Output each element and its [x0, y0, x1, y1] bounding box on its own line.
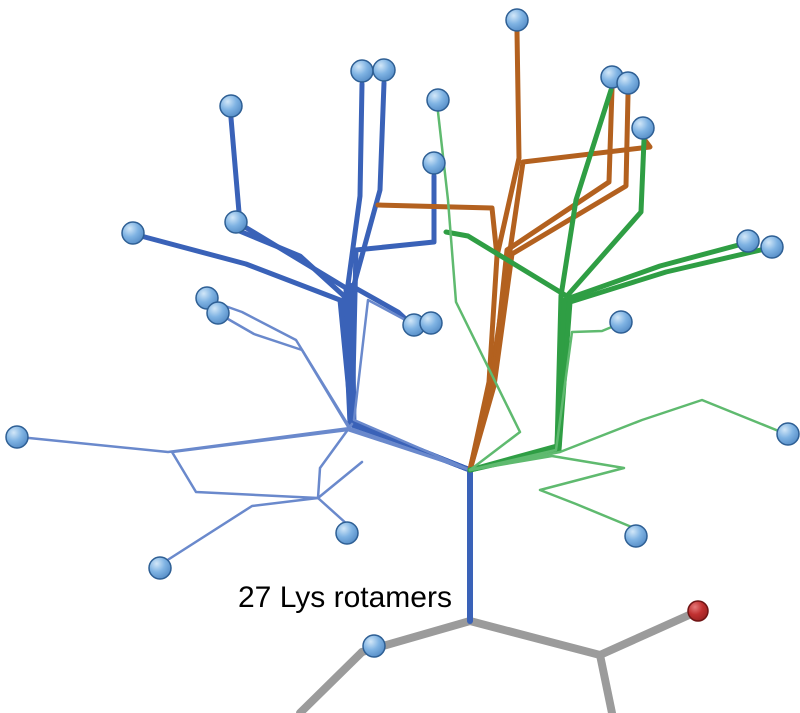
bond-gray [466, 617, 604, 659]
atoms-layer [5, 8, 800, 658]
nitrogen-atom-sphere[interactable] [776, 422, 800, 446]
nitrogen-atom-sphere[interactable] [624, 524, 648, 548]
bond-lightblue [316, 422, 354, 527]
nitrogen-atom-sphere[interactable] [419, 311, 443, 335]
nitrogen-atom-sphere[interactable] [760, 235, 784, 259]
nitrogen-atom-sphere[interactable] [609, 310, 633, 334]
bond-orange [375, 202, 500, 259]
bond-gray [596, 651, 616, 713]
nitrogen-atom-sphere[interactable] [206, 301, 230, 325]
bond-gray [296, 648, 366, 713]
nitrogen-atom-sphere[interactable] [148, 556, 172, 580]
bond-lightgreen [468, 322, 621, 472]
bond-lightblue [164, 496, 320, 563]
nitrogen-atom-sphere[interactable] [426, 88, 450, 112]
nitrogen-atom-sphere[interactable] [219, 94, 243, 118]
bond-blue [344, 81, 473, 473]
bond-lightblue [352, 298, 472, 472]
nitrogen-atom-sphere[interactable] [5, 425, 29, 449]
bond-lightgreen [468, 454, 636, 530]
nitrogen-atom-sphere[interactable] [631, 116, 655, 140]
bond-green [443, 229, 568, 298]
bond-blue [347, 282, 473, 473]
bond-lightgreen [436, 110, 522, 472]
nitrogen-atom-sphere[interactable] [422, 151, 446, 175]
bond-lightgreen [468, 398, 788, 472]
oxygen-atom-sphere[interactable] [687, 600, 709, 622]
nitrogen-atom-sphere[interactable] [616, 71, 640, 95]
bond-blue [349, 80, 473, 473]
bond-orange [467, 92, 631, 473]
bond-lightblue [170, 428, 472, 500]
nitrogen-atom-sphere[interactable] [121, 221, 145, 245]
nitrogen-atom-sphere[interactable] [350, 59, 374, 83]
nitrogen-atom-sphere[interactable] [505, 8, 529, 32]
bonds-layer [27, 29, 788, 713]
nitrogen-atom-sphere[interactable] [362, 634, 386, 658]
nitrogen-atom-sphere[interactable] [736, 229, 760, 253]
nitrogen-atom-sphere[interactable] [224, 210, 248, 234]
nitrogen-atom-sphere[interactable] [372, 58, 396, 82]
bond-green [467, 240, 749, 473]
bond-gray [596, 607, 702, 659]
rotamer-count-label: 27 Lys rotamers [238, 581, 452, 614]
nitrogen-atom-sphere[interactable] [335, 521, 359, 545]
